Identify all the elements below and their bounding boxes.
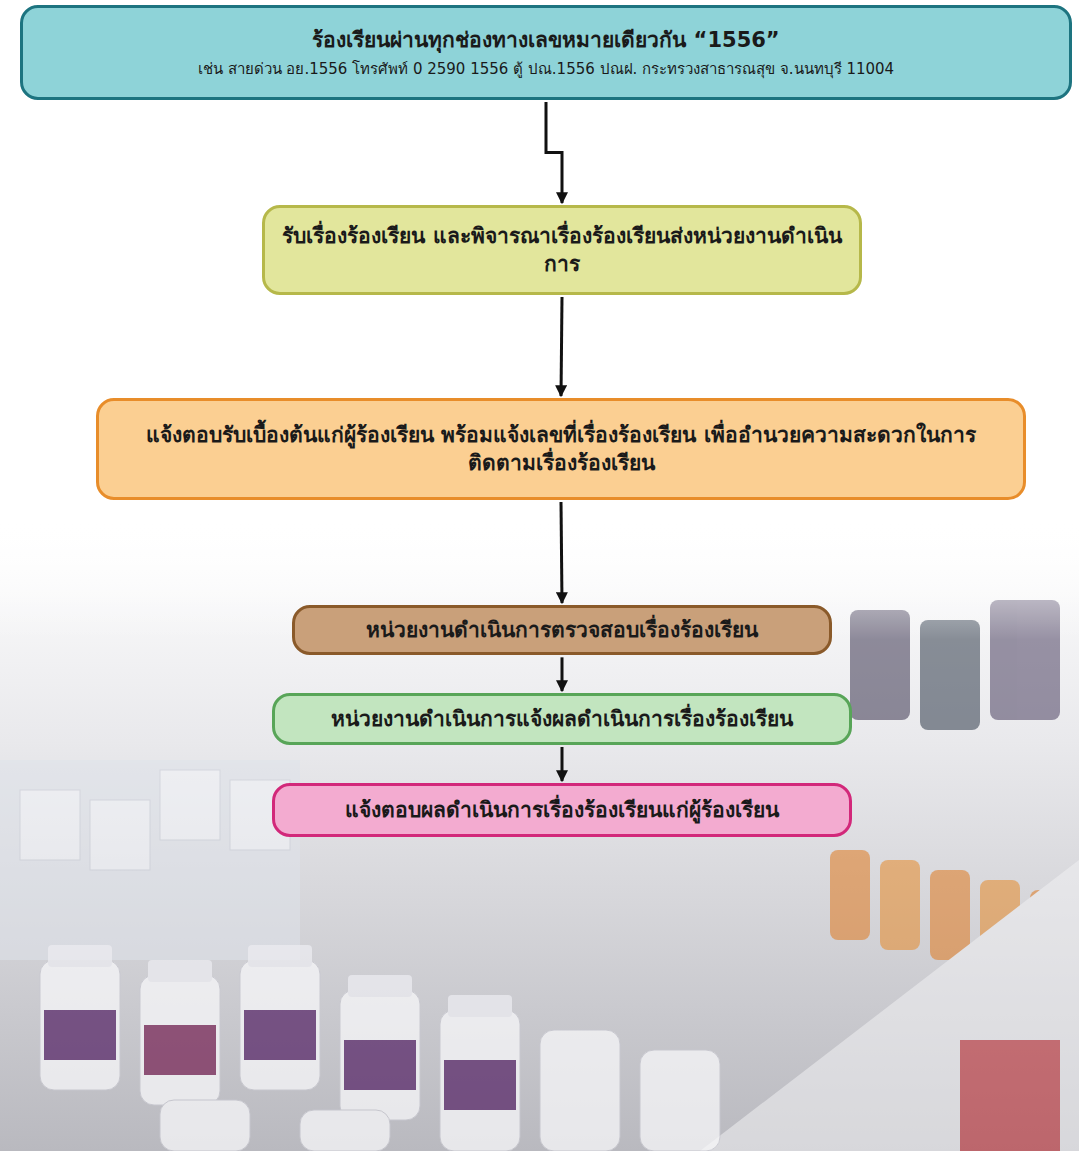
flow-arrow [561,657,564,691]
box-subtext: เช่น สายด่วน อย.1556 โทรศัพท์ 0 2590 155… [37,59,1055,79]
process-box: แจ้งตอบรับเบื้องต้นแก่ผู้ร้องเรียน พร้อม… [96,398,1026,500]
box-text: แจ้งตอบผลดำเนินการเรื่องร้องเรียนแก่ผู้ร… [289,796,835,824]
channel-box: ร้องเรียนผ่านทุกช่องทางเลขหมายเดียวกัน “… [20,5,1072,100]
flow-arrow [561,747,564,781]
box-text: ร้องเรียนผ่านทุกช่องทางเลขหมายเดียวกัน “… [37,26,1055,54]
flow-arrow [561,502,562,603]
process-box: หน่วยงานดำเนินการตรวจสอบเรื่องร้องเรียน [292,605,832,655]
flow-arrow [546,102,562,203]
box-text: แจ้งตอบรับเบื้องต้นแก่ผู้ร้องเรียน พร้อม… [113,421,1009,478]
box-text: รับเรื่องร้องเรียน และพิจารณาเรื่องร้องเ… [279,222,845,279]
box-text: หน่วยงานดำเนินการแจ้งผลดำเนินการเรื่องร้… [289,705,835,733]
box-text: หน่วยงานดำเนินการตรวจสอบเรื่องร้องเรียน [309,616,815,644]
process-box: รับเรื่องร้องเรียน และพิจารณาเรื่องร้องเ… [262,205,862,295]
result-box: แจ้งตอบผลดำเนินการเรื่องร้องเรียนแก่ผู้ร… [272,783,852,837]
flow-arrow [561,297,562,396]
process-box: หน่วยงานดำเนินการแจ้งผลดำเนินการเรื่องร้… [272,693,852,745]
